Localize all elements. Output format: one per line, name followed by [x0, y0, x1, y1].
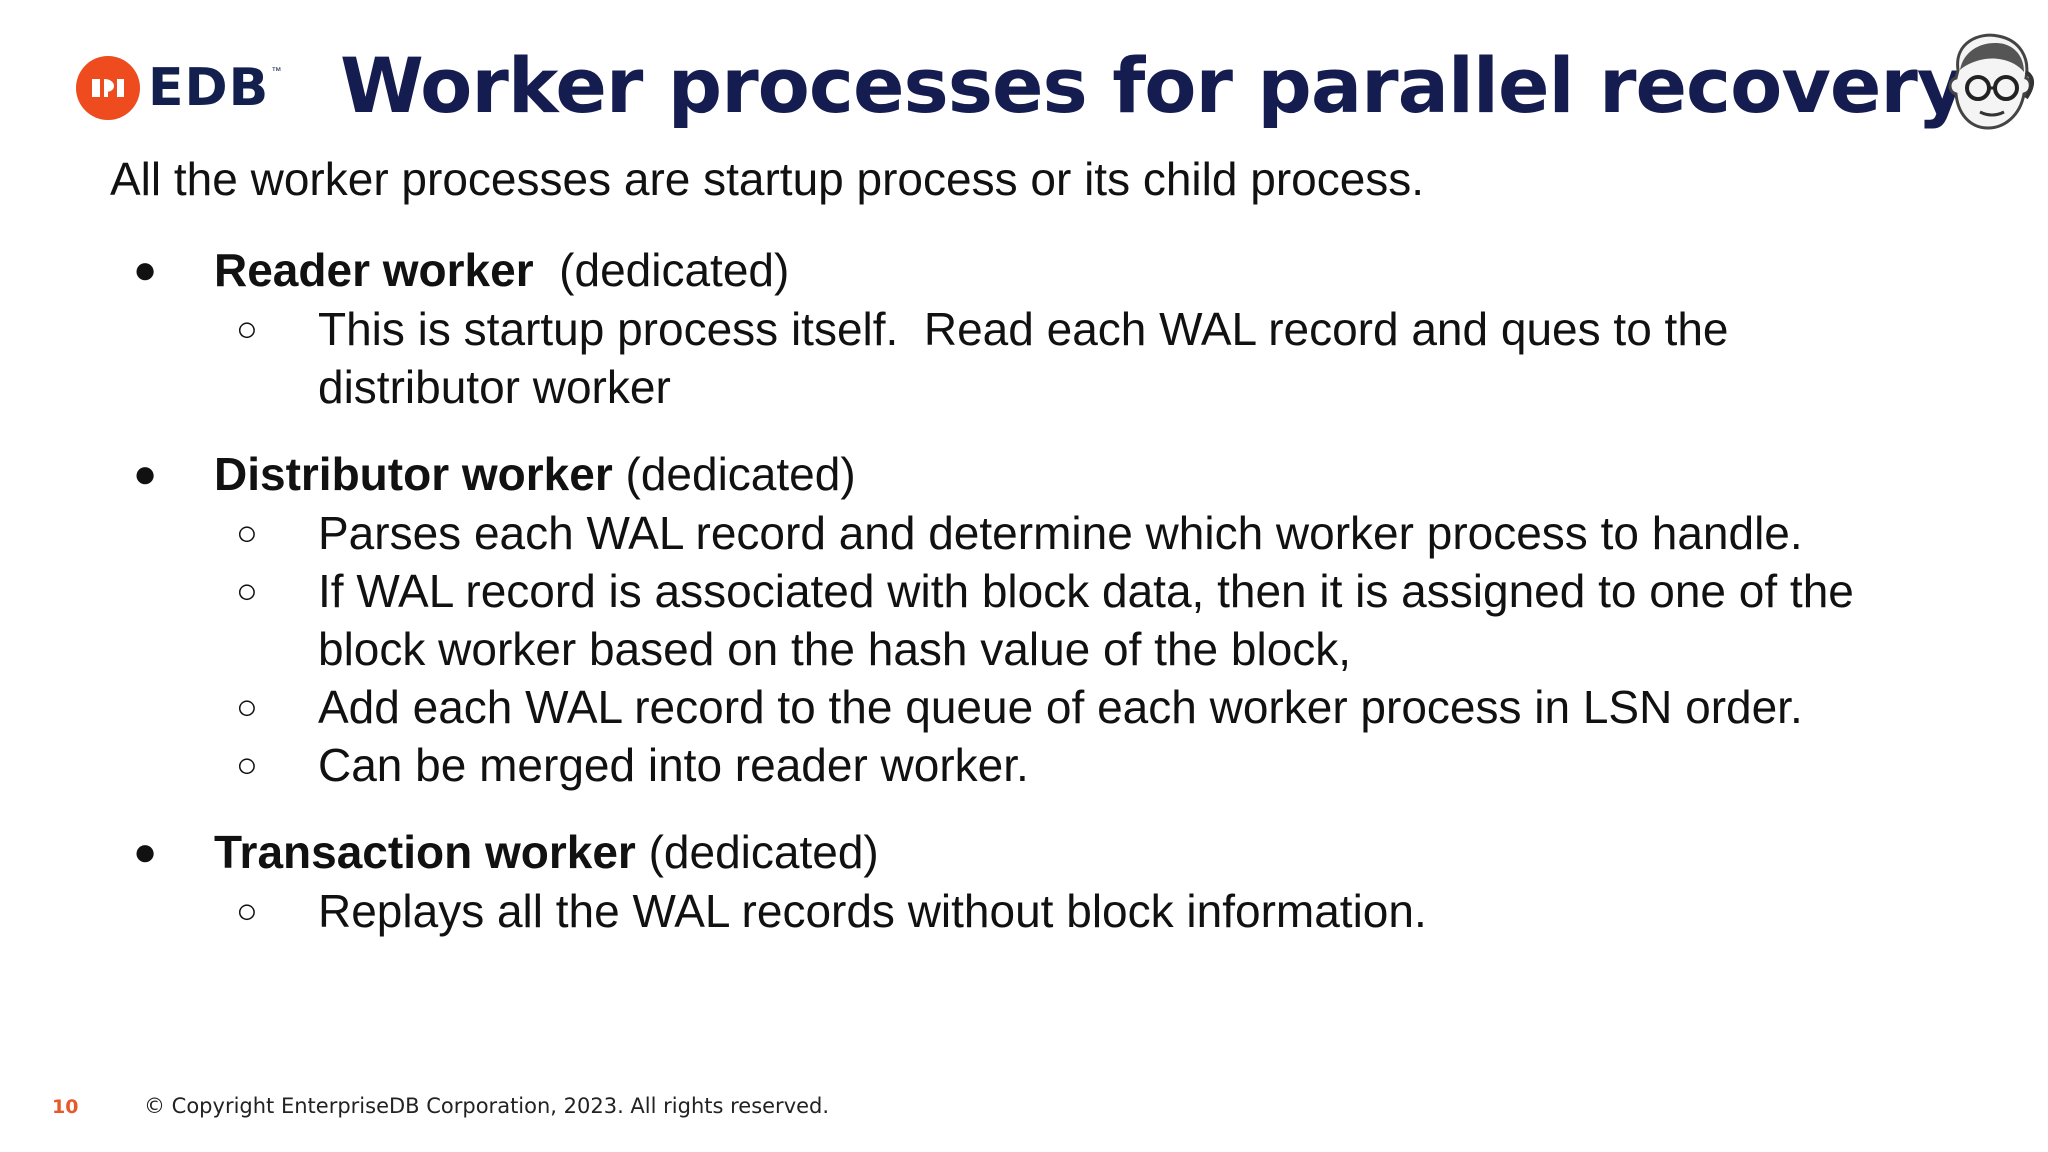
bullet-row: ● Transaction worker (dedicated): [0, 822, 2048, 882]
bullet-qualifier: (dedicated): [612, 448, 856, 500]
sub-bullet-icon: ○: [236, 890, 258, 931]
bullet-text: Reader worker (dedicated): [214, 240, 789, 300]
sub-bullet-text: Replays all the WAL records without bloc…: [318, 885, 1427, 937]
bullet-heading: Transaction worker: [214, 826, 636, 878]
bullet-text: Transaction worker (dedicated): [214, 822, 879, 882]
slide-title: Worker processes for parallel recovery: [340, 41, 1966, 130]
sub-bullet-text: If WAL record is associated with block d…: [318, 565, 1854, 675]
bullet-qualifier: (dedicated): [533, 244, 790, 296]
edb-logo-mark-icon: [76, 56, 140, 120]
bullet-row: ● Distributor worker (dedicated): [0, 444, 2048, 504]
copyright-notice: © Copyright EnterpriseDB Corporation, 20…: [144, 1094, 830, 1118]
sub-bullet-icon: ○: [236, 308, 258, 349]
sub-bullet-text: This is startup process itself. Read eac…: [318, 303, 1742, 413]
sub-bullet-text: Can be merged into reader worker.: [318, 739, 1029, 791]
bullet-icon: ●: [133, 452, 158, 496]
bullet-heading: Distributor worker: [214, 448, 613, 500]
intro-text: All the worker processes are startup pro…: [110, 153, 1425, 205]
presenter-avatar: [1940, 30, 2040, 138]
sub-bullet-icon: ○: [236, 686, 258, 727]
sub-bullet-icon: ○: [236, 512, 258, 553]
sub-bullet-icon: ○: [236, 744, 258, 785]
bullet-distributor-worker: ● Distributor worker (dedicated) ○ Parse…: [0, 444, 2048, 794]
sub-bullet: ○ Add each WAL record to the queue of ea…: [0, 678, 2048, 736]
bullet-icon: ●: [133, 830, 158, 874]
bullet-qualifier: (dedicated): [635, 826, 879, 878]
page-number: 10: [52, 1096, 79, 1118]
bullet-row: ● Reader worker (dedicated): [0, 240, 2048, 300]
sub-bullet: ○ Replays all the WAL records without bl…: [0, 882, 2048, 940]
edb-logo-text: EDB: [148, 58, 270, 118]
edb-logo-tm: ™: [271, 66, 282, 77]
sub-bullet-text: Parses each WAL record and determine whi…: [318, 507, 1803, 559]
sub-bullet-text: Add each WAL record to the queue of each…: [318, 681, 1803, 733]
bullet-icon: ●: [133, 248, 158, 292]
bullet-reader-worker: ● Reader worker (dedicated) ○ This is st…: [0, 240, 2048, 416]
edb-logo: EDB ™: [76, 56, 281, 120]
sub-bullet: ○ Can be merged into reader worker.: [0, 736, 2048, 794]
bullet-heading: Reader worker: [214, 244, 534, 296]
bullet-text: Distributor worker (dedicated): [214, 444, 856, 504]
sub-bullet: ○ Parses each WAL record and determine w…: [0, 504, 2048, 562]
sub-bullet: ○ If WAL record is associated with block…: [0, 562, 2048, 678]
bullet-transaction-worker: ● Transaction worker (dedicated) ○ Repla…: [0, 822, 2048, 940]
sub-bullet-icon: ○: [236, 570, 258, 611]
sub-bullet: ○ This is startup process itself. Read e…: [0, 300, 2048, 416]
